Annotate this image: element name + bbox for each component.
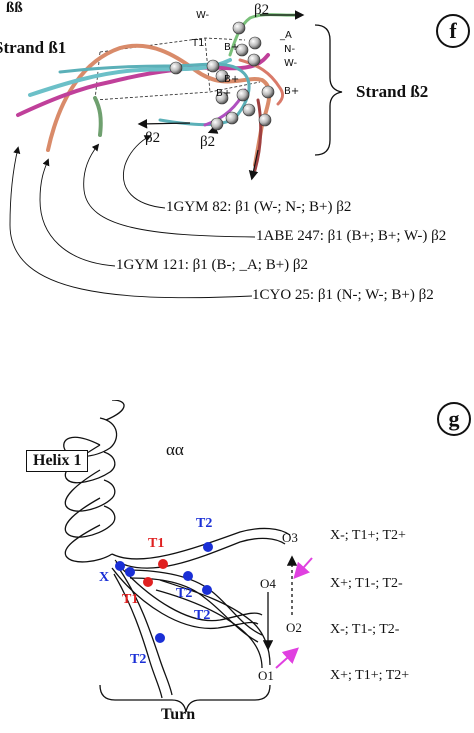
mark-b-plus-1: B+ [224,42,240,53]
helix1-label: Helix 1 [26,450,89,472]
label-o2: O2 [286,620,302,635]
label-t1-red-top: T1 [148,536,165,551]
beta-beta-diagram [9,10,343,299]
mark-w-minus-right: W- [284,58,298,69]
strand2-brace [314,24,343,156]
turn-brace [99,684,271,713]
mark-w-minus-top: W- [196,10,210,21]
mark-beta2-left: β2 [145,130,161,146]
strand-arrows [137,10,305,181]
panel-g: g αα Helix 1 Turn T2 T1 X T1 T2 T2 T2 O3… [0,400,474,733]
helix-coil [63,400,125,563]
mark-b-plus-4: B+ [284,86,300,97]
strand2-label: Strand ß2 [356,82,429,101]
label-o4: O4 [260,576,276,591]
label-o1: O1 [258,668,274,683]
row-o3: X-; T1+; T2+ [330,528,406,543]
mark-underscore-a: _A [280,30,292,41]
label-x: X [99,570,110,585]
corner-label: ßß [6,0,23,16]
mark-beta2-mid: β2 [200,134,216,150]
magenta-arrow-bottom [275,647,299,669]
mark-n-minus: N- [284,44,296,55]
label-t2-mid-b: T2 [194,608,211,623]
mark-t1: T1 [192,38,205,49]
residue-dots [115,542,213,643]
alpha-alpha-diagram [63,400,313,713]
panel-g-letter: g [437,402,471,436]
label-o3: O3 [282,530,298,545]
caption-1gym-82: 1GYM 82: β1 (W-; N-; B+) β2 [166,199,352,215]
label-t2-top: T2 [196,516,213,531]
mark-b-plus-3: B+ [216,88,232,99]
row-o4: X+; T1-; T2- [330,576,403,591]
row-o2: X-; T1-; T2- [330,622,400,637]
magenta-arrow-top [293,557,313,579]
panel-f-letter: f [436,14,470,48]
row-o1: X+; T1+; T2+ [330,668,410,683]
caption-1gym-121: 1GYM 121: β1 (B-; _A; B+) β2 [116,257,309,273]
mark-b-plus-2: B+ [224,74,240,85]
motif-label: αα [166,440,184,459]
label-t2-bottom: T2 [130,652,147,667]
panel-f: ßß Strand ß1 Strand ß2 f W- β2 T1 B+ _A … [0,0,474,330]
caption-1cyo-25: 1CYO 25: β1 (N-; W-; B+) β2 [252,287,434,303]
caption-1abe-247: 1ABE 247: β1 (B+; B+; W-) β2 [256,228,447,244]
label-t1-red-bottom: T1 [122,592,139,607]
strand1-label: Strand ß1 [0,38,67,57]
calpha-spheres [169,21,275,131]
turn-label: Turn [161,706,196,723]
mark-beta2-top: β2 [254,2,270,18]
caption-leaders [9,135,256,299]
label-t2-mid-a: T2 [176,586,193,601]
